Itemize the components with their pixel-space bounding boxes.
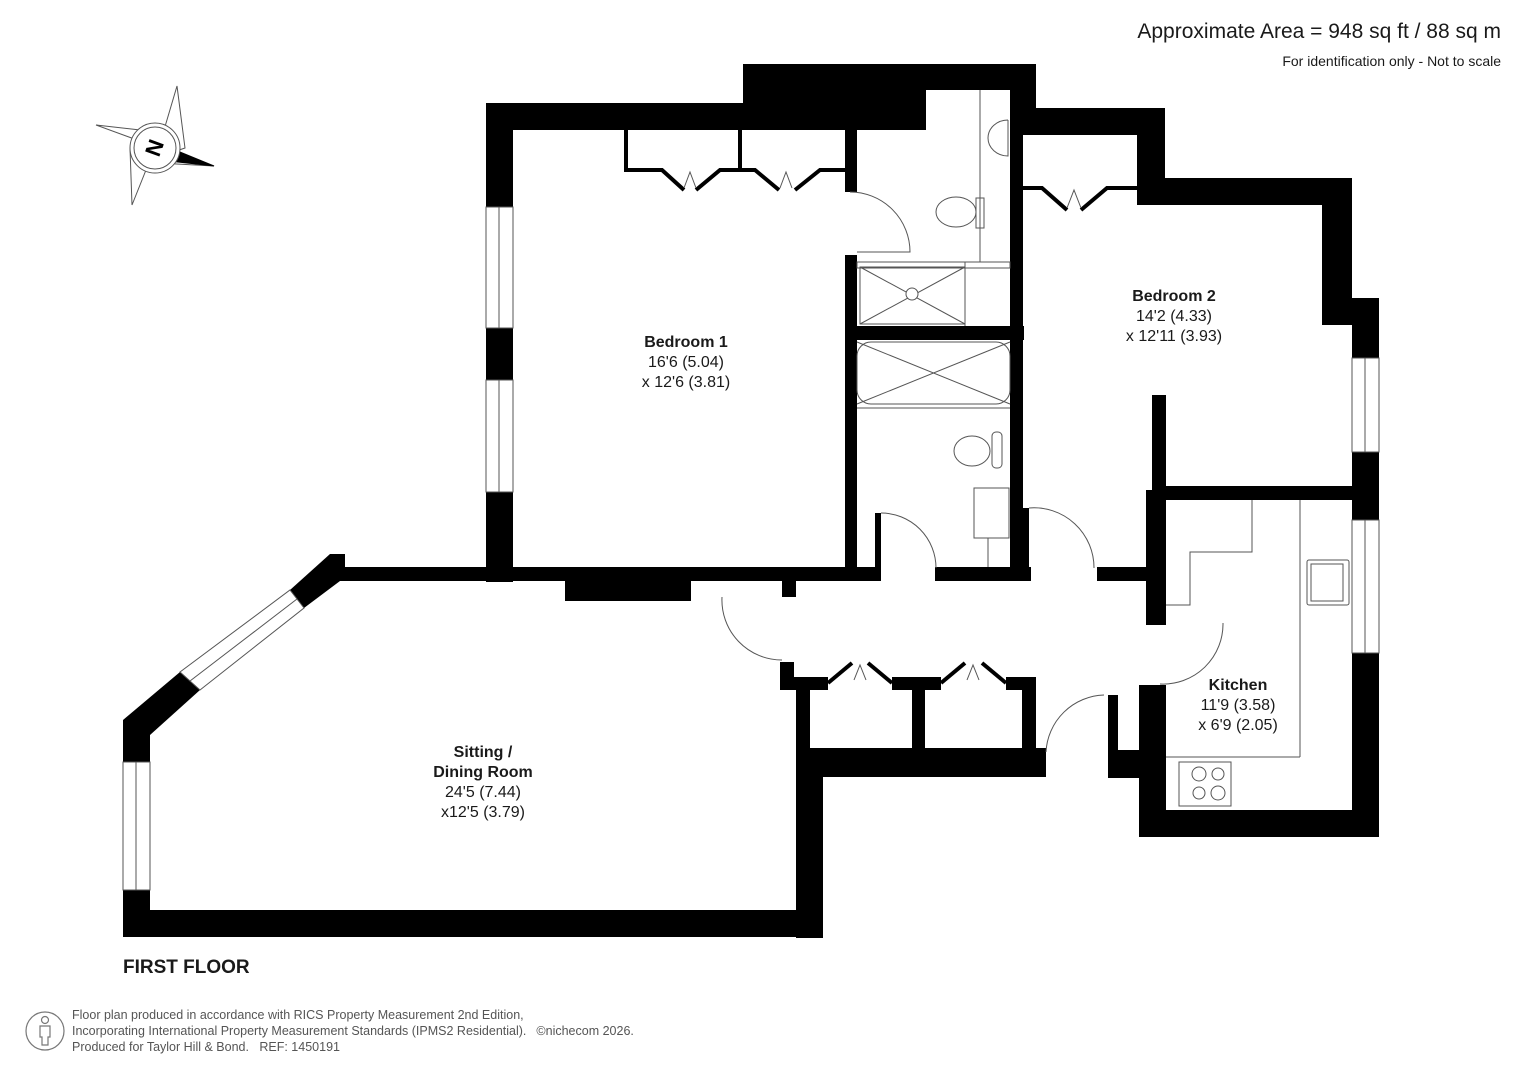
room-dimension: x 6'9 (2.05): [1198, 717, 1278, 734]
windows: [122, 206, 1380, 891]
room-name: Bedroom 1: [644, 334, 728, 351]
fixtures: [624, 90, 1350, 807]
room-name: Kitchen: [1208, 677, 1268, 694]
room-dimension: 14'2 (4.33): [1136, 308, 1212, 325]
room-label-bedroom-2: Bedroom 2 14'2 (4.33) x 12'11 (3.93): [1126, 287, 1222, 347]
room-label-kitchen: Kitchen 11'9 (3.58) x 6'9 (2.05): [1198, 676, 1278, 736]
room-dimension: 24'5 (7.44): [444, 784, 521, 801]
room-name: Sitting /: [453, 744, 513, 761]
north-arrow-icon: N: [95, 85, 215, 206]
room-dimension: x 12'11 (3.93): [1125, 328, 1223, 345]
floor-label: FIRST FLOOR: [123, 957, 250, 978]
footer-line-2: Incorporating International Property Mea…: [72, 1024, 634, 1038]
approximate-area-title: Approximate Area = 948 sq ft / 88 sq m: [1137, 20, 1501, 43]
room-dimension: 16'6 (5.04): [648, 354, 724, 371]
footer-disclaimer: Floor plan produced in accordance with R…: [72, 1007, 634, 1055]
footer-line-1: Floor plan produced in accordance with R…: [72, 1008, 524, 1022]
room-label-bedroom-1: Bedroom 1 16'6 (5.04) x 12'6 (3.81): [642, 333, 730, 393]
room-name: Dining Room: [433, 764, 533, 781]
room-dimension: 11'9 (3.58): [1200, 697, 1276, 714]
person-icon: [25, 1011, 65, 1051]
room-name: Bedroom 2: [1132, 288, 1216, 305]
footer-line-3: Produced for Taylor Hill & Bond. REF: 14…: [72, 1040, 340, 1054]
not-to-scale-note: For identification only - Not to scale: [1282, 53, 1501, 69]
walls: [123, 64, 1379, 938]
room-dimension: x 12'6 (3.81): [641, 374, 731, 391]
room-label-sitting-dining: Sitting / Dining Room 24'5 (7.44) x12'5 …: [433, 743, 533, 823]
copyright: ©nichecom 2026.: [536, 1024, 634, 1038]
room-dimension: x12'5 (3.79): [440, 804, 525, 821]
